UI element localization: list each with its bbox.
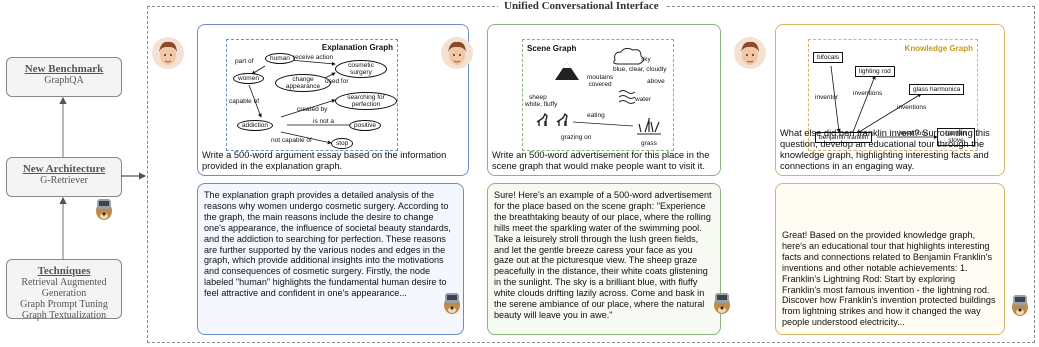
interface-title: Unified Conversational Interface [498, 0, 665, 12]
dog-avatar-icon [96, 199, 112, 220]
explanation-graph-edges [248, 59, 358, 145]
user-avatar-icon [152, 37, 184, 69]
node-sky-attributes: blue, clear, cloudly [613, 66, 667, 73]
node-lighting-rod: lighting rod [855, 66, 895, 77]
node-searching-for-perfection: searching for perfection [335, 92, 397, 110]
answer-box-1: The explanation graph provides a detaile… [197, 183, 464, 335]
architecture-title: New Architecture [22, 163, 106, 175]
techniques-box: Techniques Retrieval Augmented Generatio… [6, 259, 122, 321]
answer-text-3: Great! Based on the provided knowledge g… [782, 230, 996, 328]
edge-label: capable of [229, 98, 259, 105]
question-text-2: Write an 500-word advertisement for this… [492, 150, 710, 171]
node-glass-harmonica: glass harmonica [909, 84, 965, 95]
benchmark-title: New Benchmark [24, 63, 104, 75]
edge-label: inventions [853, 90, 883, 97]
technique-item: Retrieval Augmented Generation [21, 277, 107, 299]
edge-eating: eating [587, 112, 605, 119]
technique-item: Graph Prompt Tuning [20, 299, 108, 310]
explanation-graph: Explanation Graph human women change app… [226, 39, 398, 151]
node-positive: positive [349, 120, 382, 131]
edge-above: above [647, 78, 665, 85]
node-addiction: addiction [237, 120, 274, 131]
node-stop: stop [331, 138, 354, 149]
node-cosmetic-surgery: cosmetic surgery [335, 60, 387, 78]
edge-label: part of [235, 58, 254, 65]
knowledge-graph-edges [830, 65, 938, 139]
benchmark-subtitle: GraphQA [44, 75, 84, 86]
node-sky: sky [641, 56, 651, 63]
edge-label: inventor [815, 94, 839, 101]
question-text-3: What else did ben franklin invent? Surro… [780, 128, 990, 171]
node-human: human [265, 53, 295, 64]
architecture-box: New Architecture G-Retriever [6, 157, 122, 197]
architecture-subtitle: G-Retriever [40, 175, 88, 186]
knowledge-graph: Knowledge Graph bifocals lighting rod gl… [808, 39, 978, 151]
edge-label: inventions [897, 104, 927, 111]
question-box-3: Knowledge Graph bifocals lighting rod gl… [775, 24, 1005, 176]
edge-label: receive action [293, 54, 334, 61]
benchmark-box: New Benchmark GraphQA [6, 57, 122, 97]
graph-title-1: Explanation Graph [321, 43, 393, 52]
edge-label: is not a [313, 118, 334, 125]
answer-box-3: Great! Based on the provided knowledge g… [775, 183, 1005, 335]
node-benjamin-franklin: benjamin franklin [815, 132, 873, 143]
question-text-1: Write a 500-word argument essay based on… [202, 150, 447, 171]
node-mountains: moutains covered [586, 74, 614, 88]
user-avatar-icon [441, 37, 473, 69]
node-grass: grass [641, 140, 657, 147]
node-women: women [233, 73, 264, 84]
scene-graph-drawing [536, 47, 661, 135]
question-box-2: Scene Graph moutains covered sky blue, c… [487, 24, 721, 176]
scene-graph: Scene Graph moutains covered sky blue, c… [522, 39, 674, 151]
node-sheep: sheep [529, 94, 547, 101]
graph-title-3: Knowledge Graph [904, 44, 973, 53]
node-bifocals: bifocals [813, 52, 844, 63]
edge-label: used for [325, 78, 349, 85]
edge-label: not capable of [271, 137, 312, 144]
node-franklin-stove: franklin stove [937, 128, 975, 146]
technique-item: Graph Textualization [21, 310, 107, 321]
node-change-appearance: change appearance [275, 74, 331, 92]
answer-box-2: Sure! Here's an example of a 500-word ad… [487, 183, 721, 335]
graph-title-2: Scene Graph [527, 44, 577, 53]
edge-grazing-on: grazing on [561, 134, 592, 141]
dog-avatar-icon [714, 293, 730, 314]
edge-label: inventions [899, 130, 929, 137]
user-avatar-icon [734, 37, 766, 69]
answer-text-1: The explanation graph provides a detaile… [204, 190, 451, 299]
question-box-1: Explanation Graph human women change app… [197, 24, 469, 176]
dog-avatar-icon [1012, 295, 1028, 316]
answer-text-2: Sure! Here's an example of a 500-word ad… [494, 190, 712, 320]
edge-label: created by [297, 106, 328, 113]
dog-avatar-icon [444, 293, 460, 314]
node-sheep-attributes: white, fluffy [525, 101, 558, 108]
node-water: water [635, 96, 651, 103]
left-connectors [59, 96, 147, 259]
techniques-title: Techniques [37, 265, 91, 277]
